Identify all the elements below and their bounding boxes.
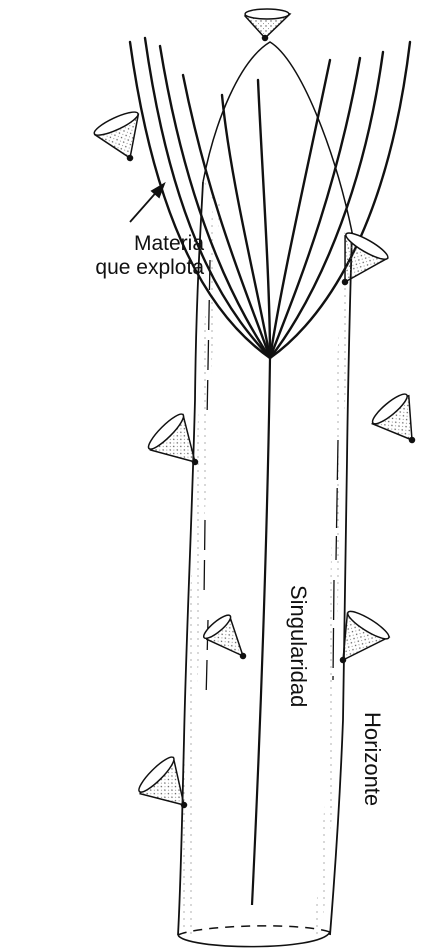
light-cone-icon bbox=[138, 756, 188, 809]
horizon-left-edge bbox=[177, 181, 204, 936]
light-cone-icon bbox=[341, 232, 389, 286]
light-cone-icon bbox=[147, 413, 199, 466]
singularity-line bbox=[250, 357, 272, 906]
light-cones bbox=[93, 8, 416, 809]
horizon-shading-right bbox=[314, 230, 352, 935]
horizon-shading-left bbox=[182, 180, 220, 935]
horizon-inner-dash-right bbox=[332, 439, 339, 681]
horizon-label: Horizonte bbox=[360, 712, 385, 807]
light-cone-icon bbox=[371, 393, 416, 444]
light-cone-icon bbox=[93, 111, 140, 162]
exploding-matter-label: Materia que explota bbox=[34, 232, 204, 280]
horizon-bottom-back bbox=[177, 925, 331, 936]
horizon-right-edge bbox=[329, 231, 353, 936]
horizon-top bbox=[202, 41, 353, 233]
exploding-matter-label-line1: Materia bbox=[133, 232, 204, 255]
light-cone-icon bbox=[339, 610, 391, 664]
light-cone-icon bbox=[243, 8, 292, 42]
horizon-cylinder bbox=[177, 41, 353, 948]
singularity-label: Singularidad bbox=[286, 585, 311, 708]
exploding-matter-label-line2: que explota bbox=[95, 256, 204, 279]
arrow-icon bbox=[129, 181, 166, 223]
light-cone-icon bbox=[203, 614, 247, 660]
exploding-matter-lines bbox=[128, 36, 412, 360]
horizon-bottom-front bbox=[177, 931, 331, 948]
